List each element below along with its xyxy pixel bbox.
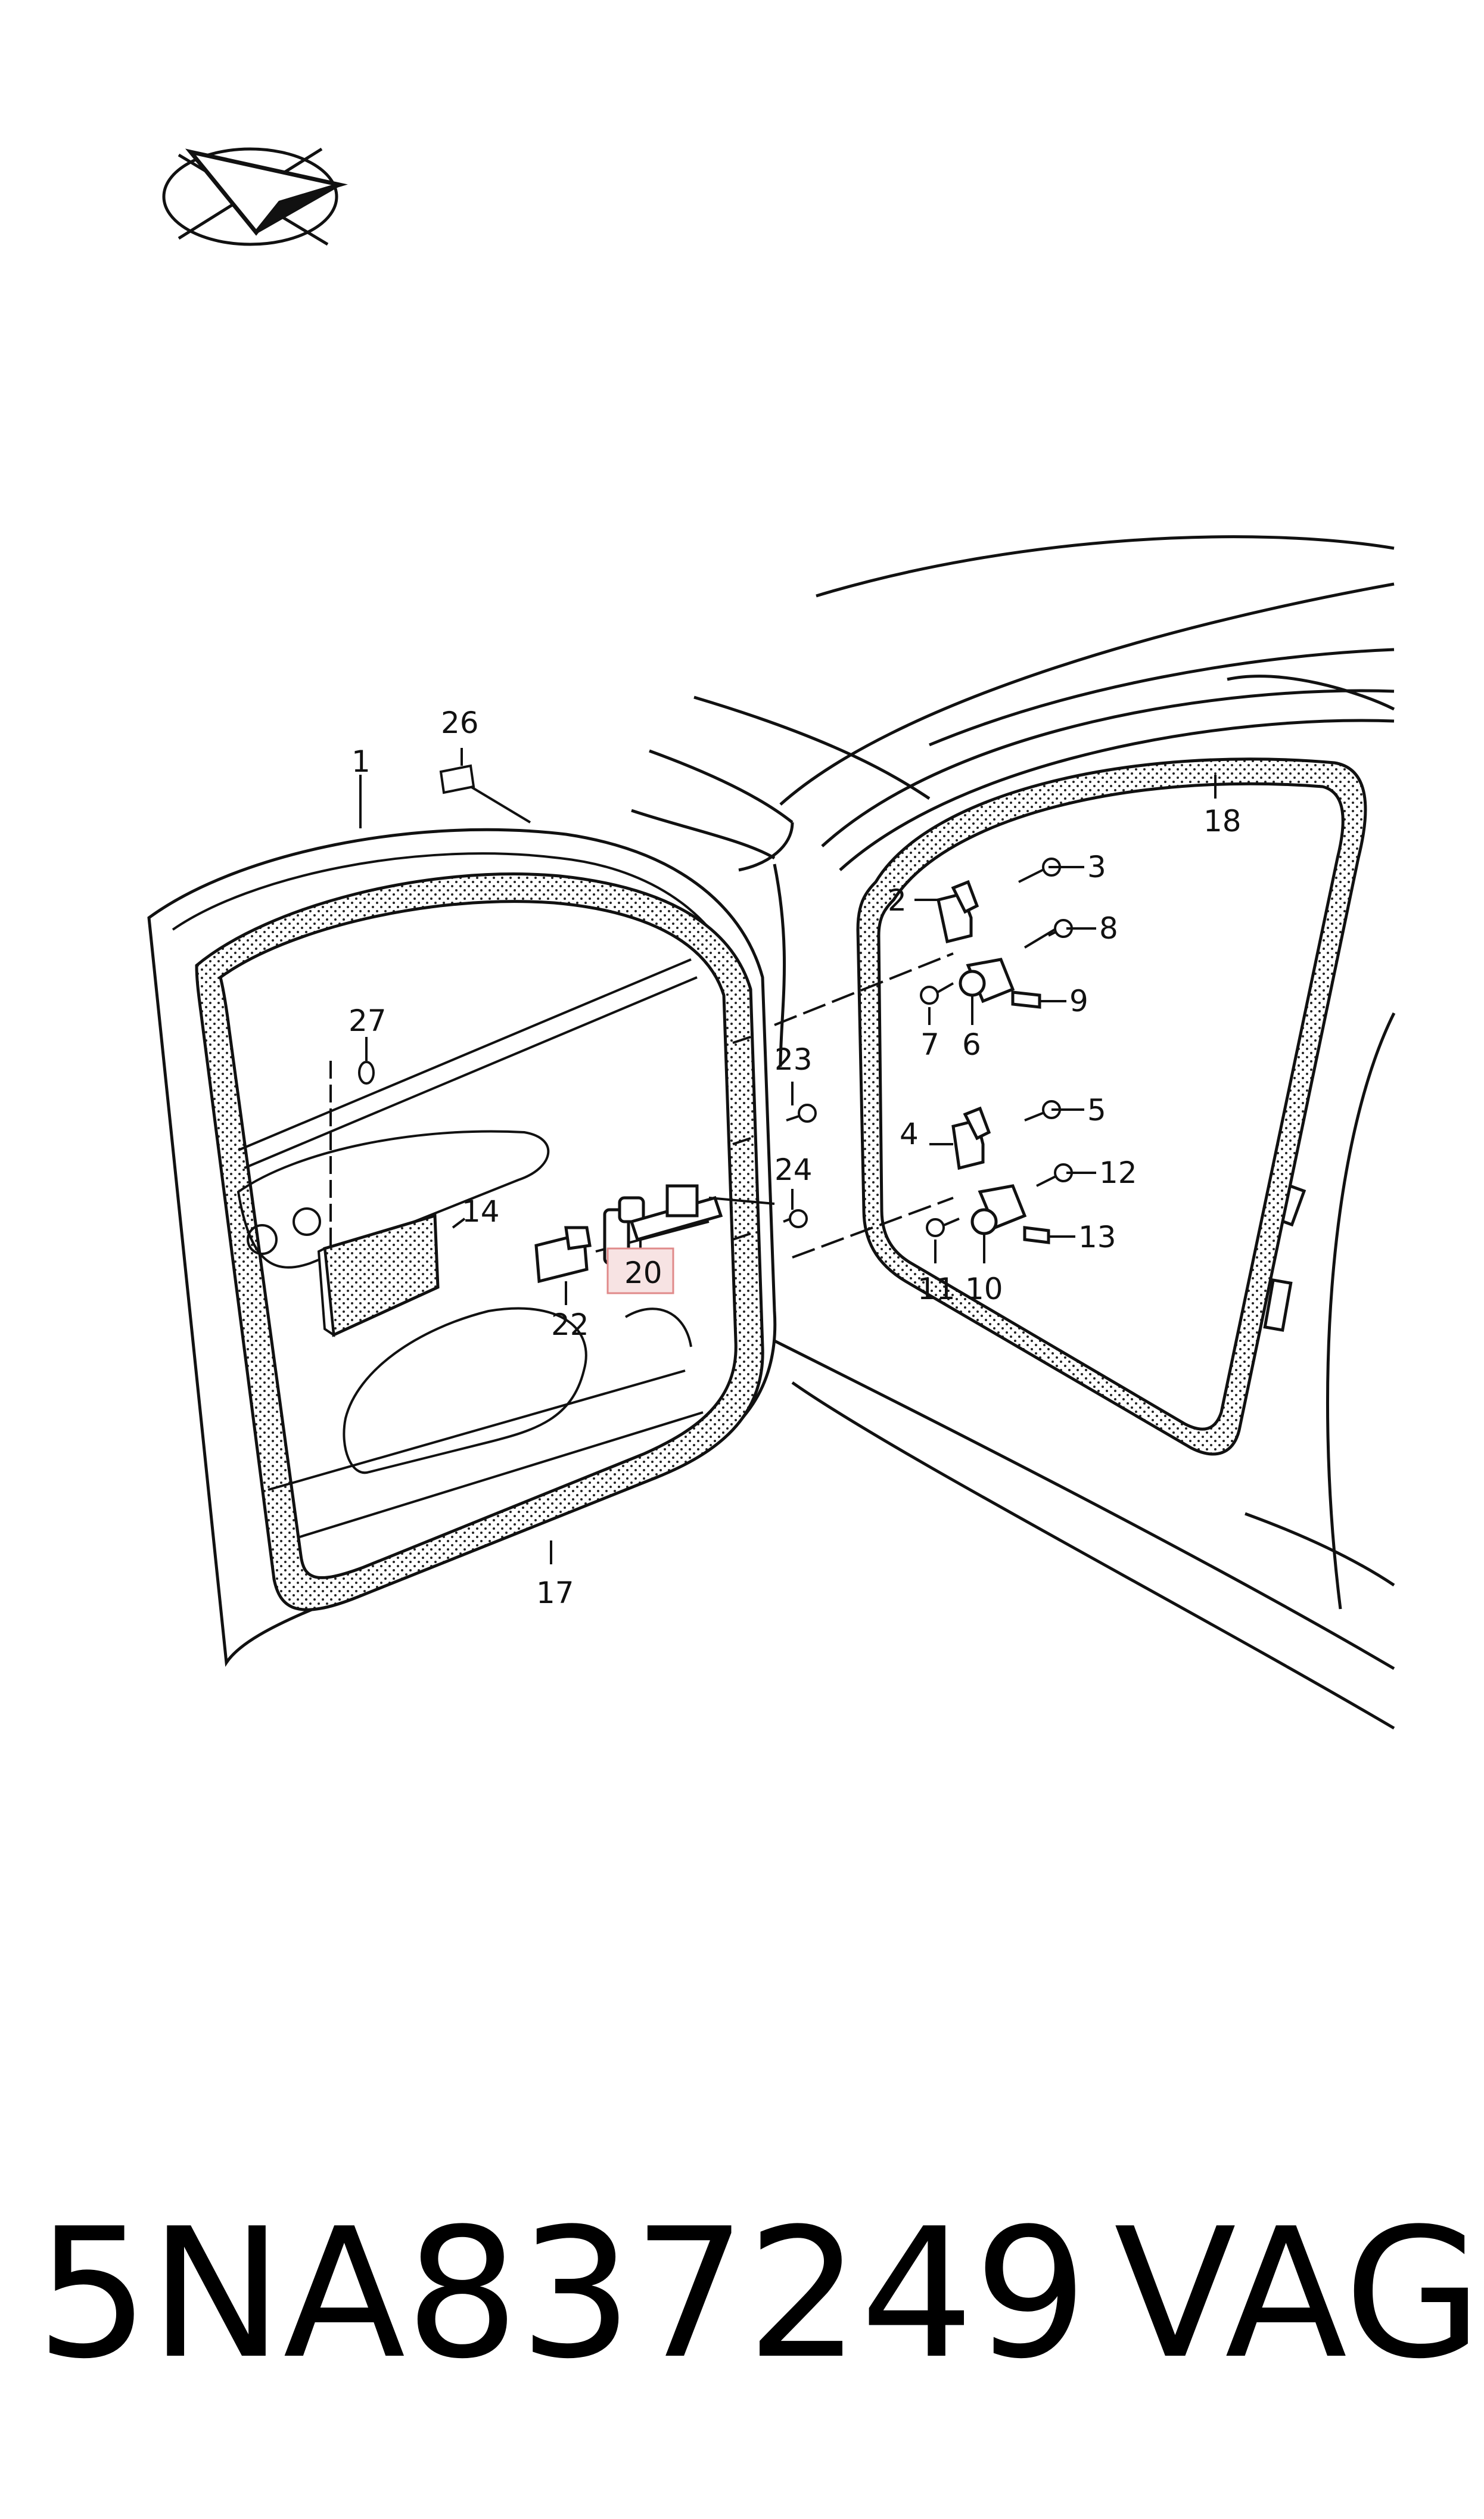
part-number: 5NA837249 bbox=[36, 2190, 1088, 2398]
callout-22: 22 bbox=[551, 1307, 589, 1342]
callout-11: 11 bbox=[917, 1272, 956, 1306]
callout-4: 4 bbox=[900, 1117, 919, 1151]
callout-6: 6 bbox=[962, 1027, 981, 1062]
callout-1: 1 bbox=[351, 744, 371, 779]
callout-27: 27 bbox=[349, 1004, 387, 1038]
callout-23: 23 bbox=[774, 1042, 813, 1077]
callout-3: 3 bbox=[1087, 850, 1106, 884]
leader-lines bbox=[329, 748, 1217, 1564]
callout-5: 5 bbox=[1087, 1093, 1106, 1128]
door-inner-panel bbox=[237, 958, 751, 1539]
callout-14: 14 bbox=[462, 1194, 500, 1229]
callout-26: 26 bbox=[441, 706, 479, 740]
callout-labels: 1 2 3 4 5 6 7 8 9 10 11 12 13 14 17 18 2… bbox=[349, 706, 1242, 1610]
callout-2: 2 bbox=[888, 883, 907, 918]
orientation-compass-icon bbox=[162, 147, 348, 246]
callout-8: 8 bbox=[1099, 911, 1118, 946]
callout-18: 18 bbox=[1203, 804, 1242, 838]
callout-9: 9 bbox=[1069, 984, 1088, 1018]
callout-24: 24 bbox=[774, 1153, 813, 1187]
callout-13: 13 bbox=[1078, 1220, 1116, 1254]
contact-switch bbox=[534, 1226, 592, 1284]
callout-10: 10 bbox=[965, 1272, 1003, 1306]
car-body-outline bbox=[631, 535, 1396, 1730]
highlight-box bbox=[606, 1247, 674, 1294]
clip-and-label bbox=[358, 764, 475, 1085]
lower-hinge bbox=[951, 1106, 1050, 1244]
callout-7: 7 bbox=[920, 1027, 939, 1062]
brand-label: VAG bbox=[1114, 2190, 1483, 2398]
bolts bbox=[783, 858, 1073, 1237]
callout-17: 17 bbox=[536, 1576, 574, 1610]
insulation-pad bbox=[317, 1213, 440, 1338]
body-door-seal-inner bbox=[877, 782, 1345, 1431]
callout-20: 20 bbox=[624, 1256, 662, 1290]
upper-hinge bbox=[937, 880, 1041, 1009]
callout-12: 12 bbox=[1099, 1156, 1137, 1190]
